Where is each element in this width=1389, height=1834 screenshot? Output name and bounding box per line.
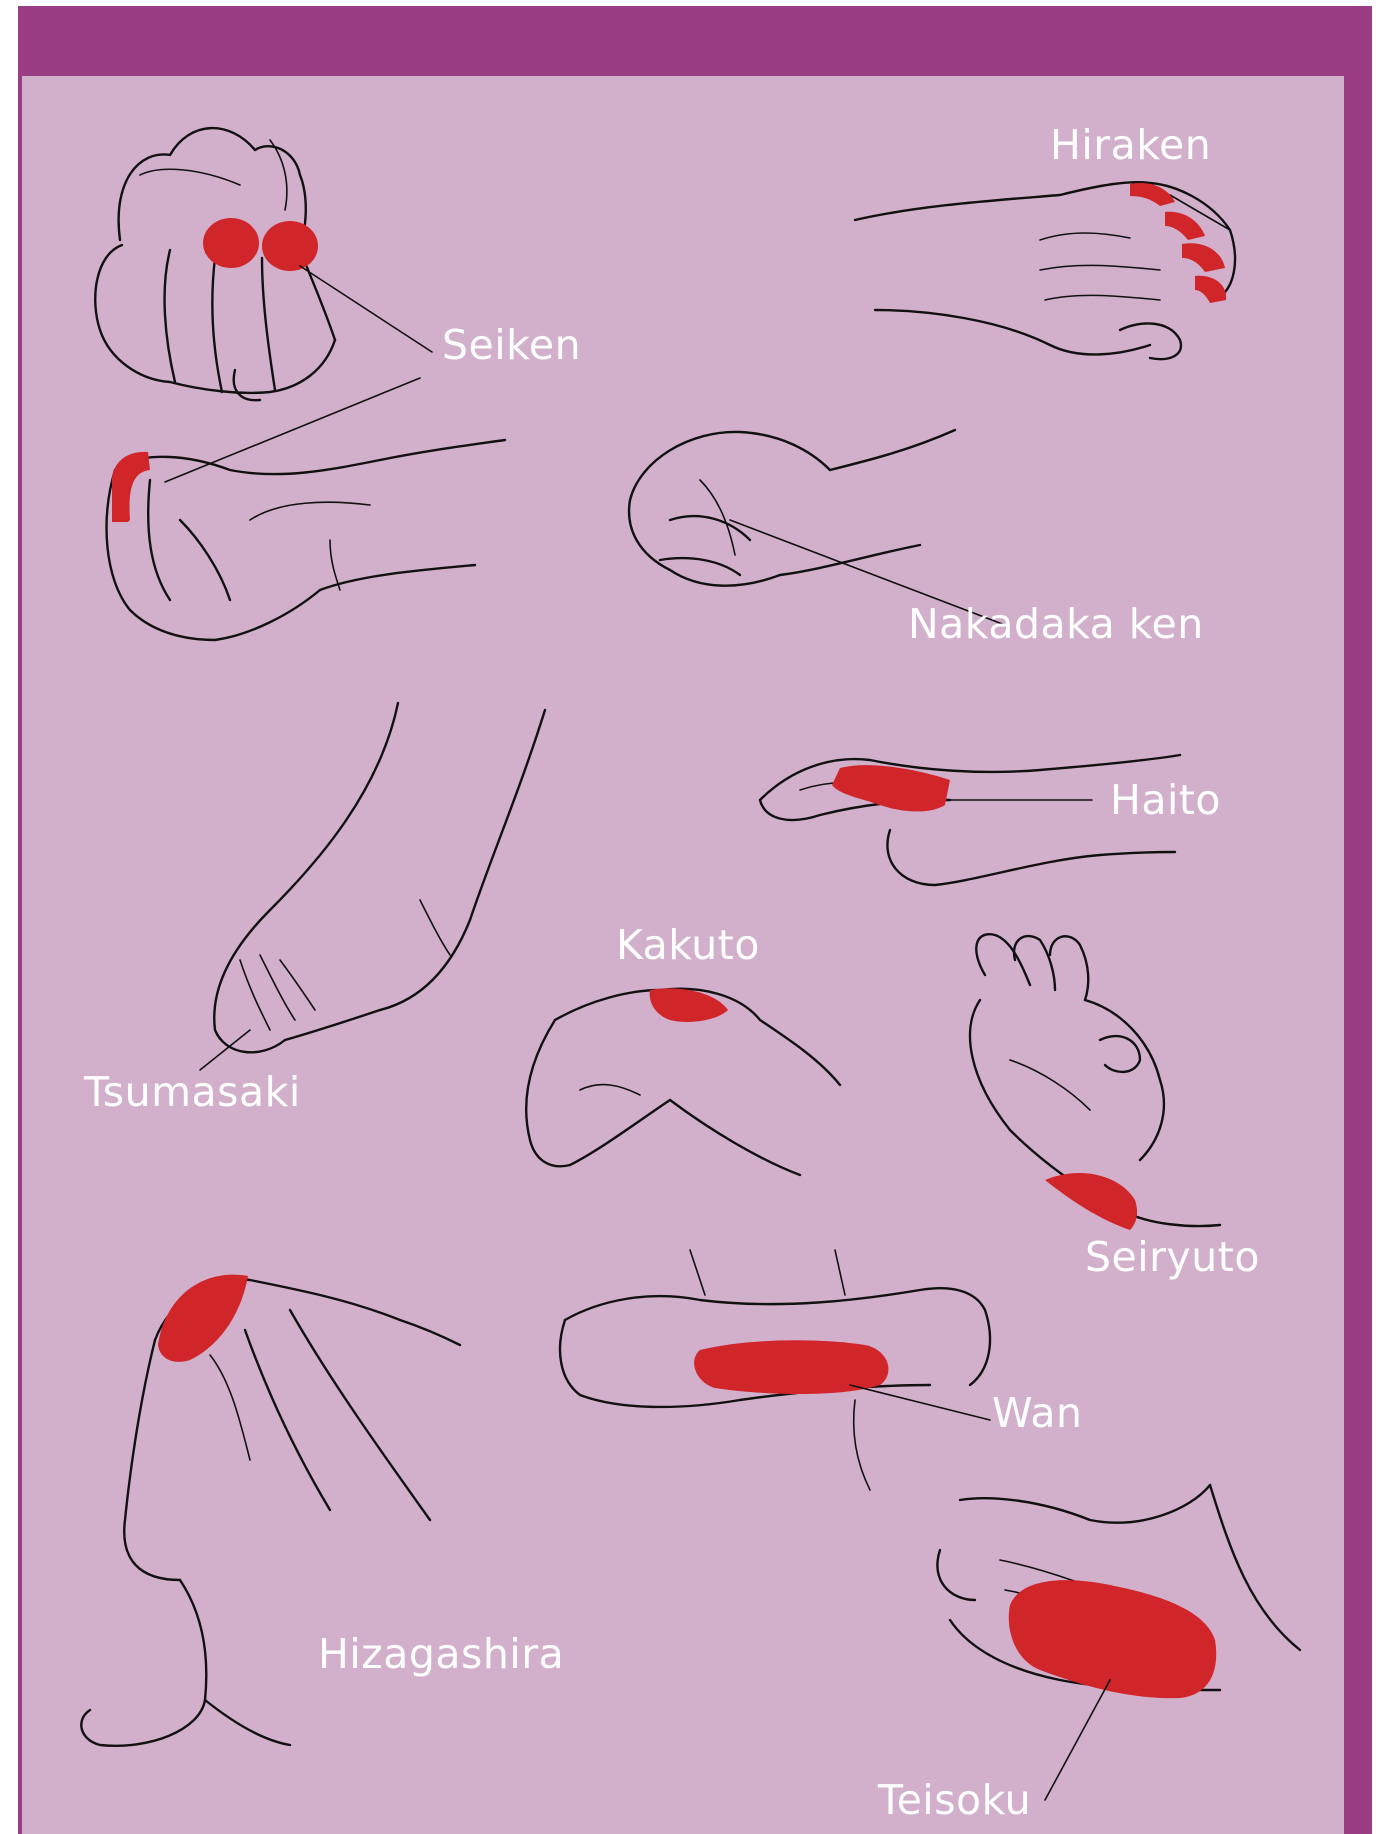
label-haito: Haito bbox=[1110, 780, 1221, 821]
label-hiraken: Hiraken bbox=[1050, 125, 1211, 166]
teisoku-leader-line bbox=[1045, 1680, 1110, 1800]
hiraken-knuckle-3-highlight bbox=[1182, 243, 1225, 272]
nakadaka-ken-fist-illustration bbox=[629, 430, 955, 586]
label-kakuto: Kakuto bbox=[616, 925, 760, 966]
label-teisoku: Teisoku bbox=[878, 1780, 1031, 1821]
wan-leader-line bbox=[850, 1385, 990, 1420]
label-hizagashira: Hizagashira bbox=[318, 1634, 564, 1675]
tsumasaki-leader-line bbox=[200, 1030, 250, 1070]
label-seiken: Seiken bbox=[442, 325, 581, 366]
seiken-knuckle-2-highlight bbox=[262, 221, 318, 271]
tsumasaki-foot-illustration bbox=[214, 703, 545, 1052]
seiken-leader-line-1 bbox=[300, 266, 432, 352]
hizagashira-knee-highlight bbox=[158, 1275, 248, 1362]
hiraken-knuckle-4-highlight bbox=[1195, 276, 1226, 303]
seiken-side-knuckle-highlight bbox=[112, 452, 150, 522]
haito-edge-highlight bbox=[832, 765, 950, 811]
seiken-fist-side-illustration bbox=[107, 440, 505, 640]
hiraken-hand-illustration bbox=[855, 182, 1235, 359]
seiken-knuckle-1-highlight bbox=[203, 218, 259, 268]
label-tsumasaki: Tsumasaki bbox=[84, 1072, 301, 1113]
label-wan: Wan bbox=[992, 1393, 1083, 1434]
seiryuto-palm-edge-highlight bbox=[1045, 1173, 1137, 1230]
wan-forearm-highlight bbox=[694, 1340, 888, 1394]
seiken-leader-line-2 bbox=[165, 378, 420, 482]
hiraken-knuckle-2-highlight bbox=[1165, 212, 1205, 240]
label-nakadaka-ken: Nakadaka ken bbox=[908, 604, 1204, 645]
label-seiryuto: Seiryuto bbox=[1085, 1237, 1260, 1278]
teisoku-sole-highlight bbox=[1009, 1580, 1216, 1698]
